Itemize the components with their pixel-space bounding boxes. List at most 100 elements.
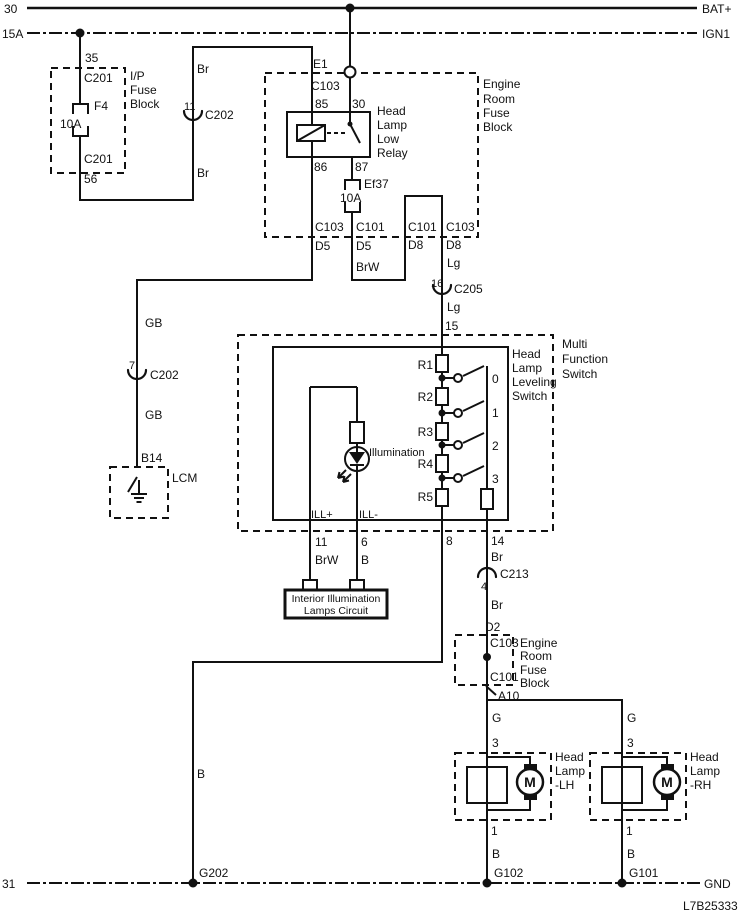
left-ground-run: B G202	[197, 767, 229, 880]
wire-ign1-f4-c202-relay85	[79, 33, 313, 201]
c202-7-pin: 7	[129, 360, 135, 372]
ground-symbol-icon	[131, 480, 147, 503]
resistor-r4-icon	[435, 454, 449, 473]
pin-b14-label: B14	[141, 451, 163, 465]
lh-name-2: Lamp	[555, 764, 585, 778]
wire-color-br-lvl-top: Br	[491, 550, 503, 564]
position-0-label: 0	[492, 372, 499, 386]
pin-56-label: 56	[84, 172, 98, 186]
engine-room-fuse-block1: E1 C103 Engine Room Fuse Block 85 30 86 …	[286, 57, 521, 274]
wire-illumination-branch	[309, 386, 358, 580]
illumination-label: Illumination	[369, 447, 425, 459]
fuse-f4-icon	[72, 103, 89, 137]
fuse-f4-rating: 10A	[60, 117, 81, 131]
engine-room-fuse-block2-box	[454, 634, 514, 686]
out-c103-d8-conn: C103	[446, 220, 475, 234]
mfs-name-2: Function	[562, 352, 608, 366]
tap-dot-3	[438, 474, 446, 482]
tap-dot-1	[438, 409, 446, 417]
hlls-name-3: Leveling	[512, 375, 557, 389]
led-light-rays	[337, 469, 352, 483]
out-c101-d5-conn: C101	[356, 220, 385, 234]
lh-pin1-label: 1	[491, 824, 498, 838]
g101-label: G101	[629, 866, 659, 880]
rh-actuator-box	[601, 766, 643, 804]
out-c101-d5-pin: D5	[356, 239, 372, 253]
fuse-f4-label: F4	[94, 99, 108, 113]
wire-color-gb-top: GB	[145, 316, 162, 330]
junction-erfb2	[483, 653, 491, 661]
position-1-label: 1	[492, 406, 499, 420]
rail-15a-label: 15A	[2, 27, 23, 41]
lcm-branch: GB 7 C202 GB B14 LCM	[126, 316, 197, 503]
pin-11-label: 11	[315, 535, 328, 549]
wire-color-b-left: B	[197, 767, 205, 781]
illumination-resistor-icon	[349, 421, 365, 444]
rh-name-2: Lamp	[690, 764, 720, 778]
relay-contact-pivot	[347, 121, 353, 127]
wire-color-brw: BrW	[356, 260, 380, 274]
rh-name-1: Head	[690, 750, 719, 764]
junction-dots	[75, 3, 627, 888]
lh-motor-label: M	[524, 774, 536, 790]
erfb2-name-3: Fuse	[520, 663, 547, 677]
out-c103-d5-pin: D5	[315, 239, 331, 253]
pin-a10-label: A10	[498, 689, 520, 703]
junction-g202	[188, 878, 198, 888]
interior-illumination-lamps-circuit: Interior Illumination Lamps Circuit	[283, 579, 389, 620]
ill-minus-label: ILL-	[359, 509, 378, 521]
connector-cup-icon	[126, 368, 148, 381]
erfb2-c101-label: C101	[490, 670, 519, 684]
resistor-r5-label: R5	[418, 490, 434, 504]
headlamp-lh-box	[454, 752, 552, 821]
lcm-label: LCM	[172, 471, 197, 485]
connector-c202-11: 11 C202 Br Br	[182, 62, 234, 180]
hlls-name-4: Switch	[512, 389, 547, 403]
relay-pin85: 85	[315, 97, 329, 111]
position-2-label: 2	[492, 439, 499, 453]
erfb1-name-3: Fuse	[483, 106, 510, 120]
wire-relay86-gb-lcm	[136, 141, 313, 467]
wire-color-b-rh: B	[627, 847, 635, 861]
relay-pin87: 87	[355, 160, 369, 174]
rh-motor-icon	[652, 767, 682, 797]
g102-label: G102	[494, 866, 524, 880]
relay-name-4: Relay	[377, 146, 408, 160]
headlamp-lh: M Head Lamp -LH 1 B G102	[466, 750, 585, 880]
lcm-switch-blade	[127, 476, 138, 493]
rail-30-label: 30	[4, 2, 18, 16]
pin-d2-label: D2	[485, 620, 501, 634]
wire-color-g-right: G	[627, 711, 636, 725]
e1-terminal-icon	[343, 65, 357, 79]
iilc-line2: Lamps Circuit	[304, 605, 368, 617]
position-3-label: 3	[492, 472, 499, 486]
contact-3-icon	[453, 473, 463, 483]
c213-pin: 4	[481, 581, 487, 593]
headlamp-rh: M Head Lamp -RH 1 B G101	[601, 750, 720, 880]
g202-label: G202	[199, 866, 229, 880]
junction-bat	[345, 3, 355, 13]
resistor-r1-label: R1	[418, 358, 434, 372]
relay-pin86: 86	[314, 160, 328, 174]
wire-color-br-mid: Br	[197, 166, 209, 180]
lh-name-3: -LH	[555, 778, 574, 792]
out-c101-d8-pin: D8	[408, 238, 424, 252]
pin-3-lh-label: 3	[492, 736, 499, 750]
relay-pin30: 30	[352, 97, 366, 111]
junction-g102	[482, 878, 492, 888]
selector-terminal-icon	[480, 488, 494, 510]
ip-block-name-3: Block	[130, 97, 160, 111]
fuse-ef37-icon	[344, 179, 361, 213]
junction-ign1	[75, 28, 85, 38]
tap-dot-0	[438, 374, 446, 382]
iilc-line1: Interior Illumination	[292, 593, 381, 605]
erfb2-name-2: Room	[520, 649, 552, 663]
c103-in-label: C103	[311, 79, 340, 93]
c202-7-name: C202	[150, 368, 179, 382]
engine-room-fuse-block1-box	[264, 72, 479, 238]
relay-name-3: Low	[377, 132, 399, 146]
power-rails: 30 15A 31 BAT+ IGN1 GND	[2, 2, 731, 891]
lh-actuator-box	[466, 766, 508, 804]
